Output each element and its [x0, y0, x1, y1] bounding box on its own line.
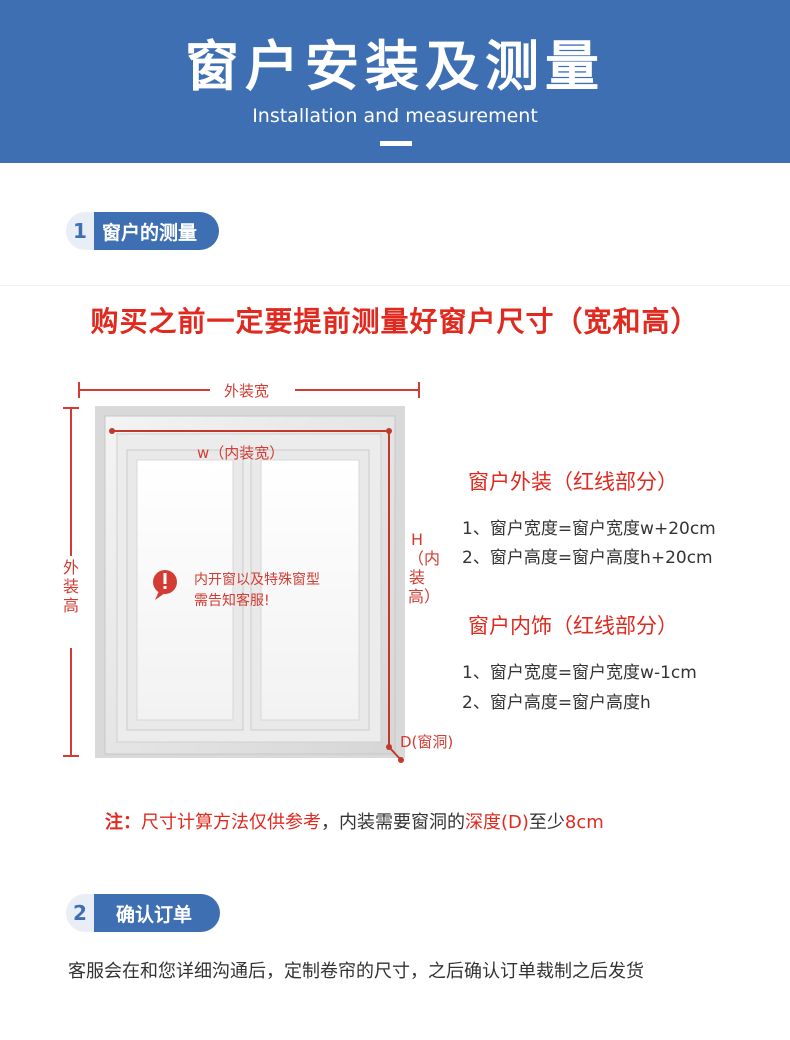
- special-window-warning: 内开窗以及特殊窗型 需告知客服!: [194, 570, 320, 612]
- section-1-heading: 1 窗户的测量: [66, 212, 220, 250]
- measurement-reminder: 购买之前一定要提前测量好窗户尺寸（宽和高）: [90, 305, 700, 338]
- section-divider: [0, 285, 790, 286]
- outer-height-label: 外装高: [62, 558, 79, 615]
- window-diagram: [63, 382, 420, 763]
- warning-icon: [153, 570, 177, 600]
- outer-width-label: 外装宽: [220, 380, 274, 401]
- note-prefix: 注：: [105, 812, 141, 833]
- note-depth: 深度(D): [465, 812, 529, 833]
- header-banner: 窗户安装及测量 Installation and measurement: [0, 0, 790, 163]
- section-1-number: 1: [66, 212, 94, 250]
- outer-install-heading: 窗户外装（红线部分）: [468, 470, 678, 494]
- inner-install-heading: 窗户内饰（红线部分）: [468, 614, 678, 638]
- page-subtitle: Installation and measurement: [252, 105, 538, 127]
- note-part-4: 至少: [528, 812, 565, 833]
- note-min-depth: 8cm: [564, 812, 604, 833]
- warning-line-1: 内开窗以及特殊窗型: [194, 572, 320, 588]
- left-glass: [136, 459, 234, 721]
- section-2-number: 2: [66, 894, 94, 932]
- order-confirmation-text: 客服会在和您详细沟通后，定制卷帘的尺寸，之后确认订单裁制之后发货: [68, 961, 644, 982]
- inner-height-label: H（内装高）: [408, 530, 441, 606]
- depth-dot: [398, 757, 404, 763]
- measurement-note: 注：尺寸计算方法仅供参考，内装需要窗洞的深度(D)至少8cm: [105, 808, 604, 834]
- right-glass: [260, 459, 360, 721]
- warning-line-2: 需告知客服!: [194, 593, 270, 609]
- depth-label: D(窗洞): [400, 733, 454, 751]
- header-divider: [380, 141, 412, 146]
- inner-width-label: w（内装宽）: [197, 444, 285, 462]
- note-part-2: ，内装需要窗洞的: [321, 812, 465, 833]
- outer-install-width: 1、窗户宽度=窗户宽度w+20cm: [462, 519, 716, 539]
- section-2-heading: 2 确认订单: [66, 894, 221, 932]
- note-part-1: 尺寸计算方法仅供参考: [141, 812, 321, 833]
- section-2-label: 确认订单: [94, 894, 221, 932]
- inner-width-dot-left: [109, 428, 115, 434]
- outer-install-height: 2、窗户高度=窗户高度h+20cm: [462, 548, 713, 568]
- section-1-label: 窗户的测量: [94, 212, 220, 250]
- inner-install-height: 2、窗户高度=窗户高度h: [462, 693, 651, 713]
- inner-install-width: 1、窗户宽度=窗户宽度w-1cm: [462, 663, 697, 683]
- page-title: 窗户安装及测量: [185, 35, 605, 98]
